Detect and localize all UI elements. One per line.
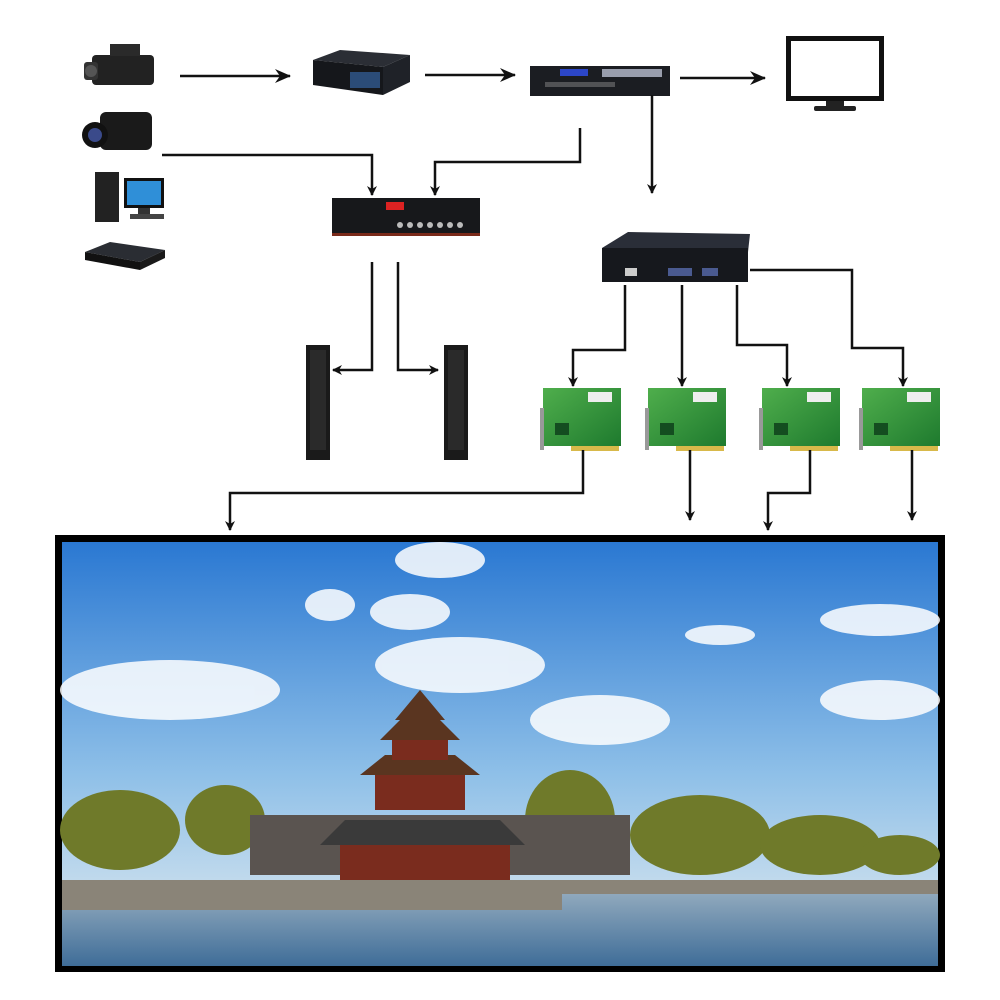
receiving-card-icon [540, 388, 621, 451]
led-video-wall-display [55, 535, 945, 972]
receiving-card-icon [859, 388, 940, 451]
camcorder-icon [84, 44, 154, 85]
desktop-pc-icon [95, 172, 164, 222]
corner-tower [320, 690, 525, 880]
audio-amplifier-icon [332, 198, 480, 236]
vga-splitter-icon [313, 50, 410, 95]
bluray-player-icon [85, 242, 165, 270]
column-speaker-icon [306, 345, 330, 460]
signal-wires [162, 68, 917, 531]
receiving-card-icon [759, 388, 840, 451]
video-processor-icon [530, 66, 670, 96]
handycam-icon [82, 112, 152, 150]
column-speaker-icon [444, 345, 468, 460]
led-sending-box-icon [602, 232, 750, 282]
monitor-icon [786, 36, 884, 111]
receiving-card-icon [645, 388, 726, 451]
clouds [60, 542, 940, 745]
